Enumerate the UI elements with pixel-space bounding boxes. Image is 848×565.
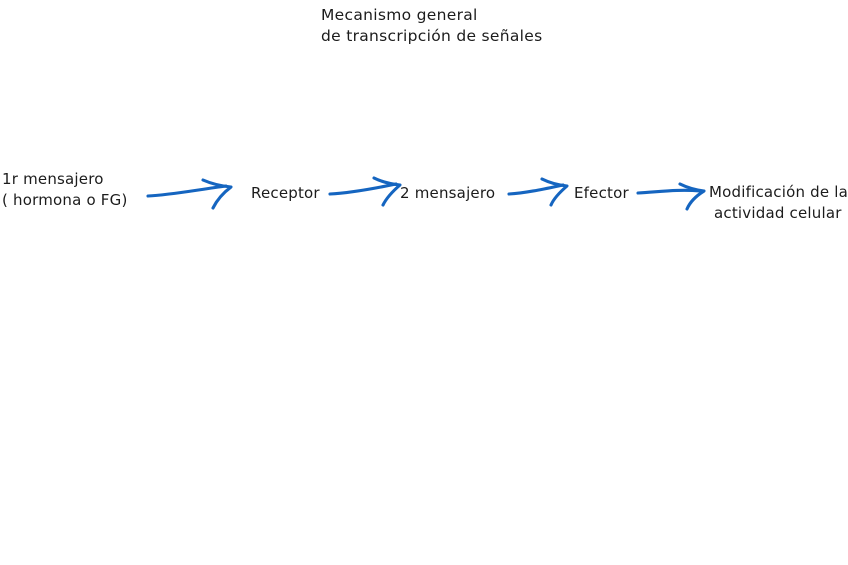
- diagram-title: Mecanismo general de transcripción de se…: [321, 5, 543, 47]
- node-primer-mensajero: 1r mensajero ( hormona o FG): [2, 169, 128, 211]
- node-receptor-label: Receptor: [251, 184, 320, 202]
- node-efector: Efector: [574, 183, 629, 204]
- title-line-1: Mecanismo general: [321, 6, 478, 24]
- node-modificacion: Modificación de la actividad celular: [709, 182, 848, 224]
- arrow-1: [146, 178, 233, 210]
- node-primer-mensajero-line-2: ( hormona o FG): [2, 191, 128, 209]
- node-segundo-mensajero-label: 2 mensajero: [400, 184, 496, 202]
- title-line-2: de transcripción de señales: [321, 27, 543, 45]
- node-receptor: Receptor: [251, 183, 320, 204]
- arrow-2: [328, 176, 402, 207]
- arrow-3: [507, 177, 569, 207]
- node-efector-label: Efector: [574, 184, 629, 202]
- node-primer-mensajero-line-1: 1r mensajero: [2, 170, 104, 188]
- node-segundo-mensajero: 2 mensajero: [400, 183, 495, 204]
- node-modificacion-line-1: Modificación de la: [709, 183, 848, 201]
- node-modificacion-line-2: actividad celular: [714, 204, 842, 222]
- arrow-4: [636, 182, 706, 211]
